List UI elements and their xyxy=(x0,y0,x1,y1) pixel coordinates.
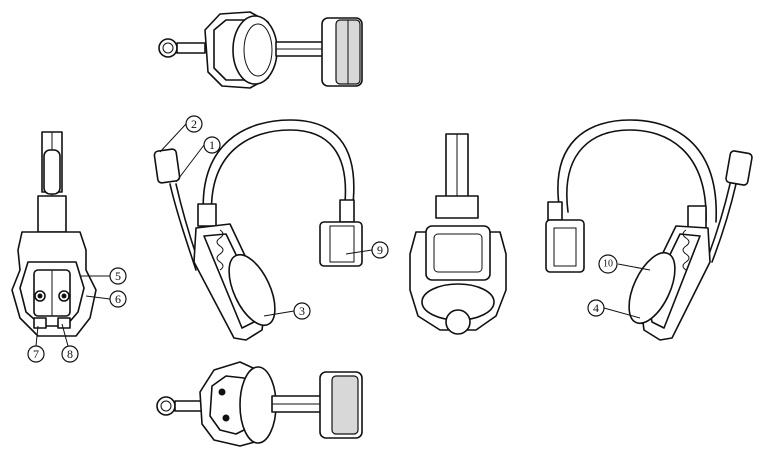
callout-8: 8 xyxy=(61,345,79,363)
front-view-right xyxy=(545,119,753,341)
callout-7: 7 xyxy=(27,345,45,363)
callout-7-label: 7 xyxy=(33,347,39,361)
callout-5-label: 5 xyxy=(115,269,121,283)
callout-9: 9 xyxy=(371,241,389,259)
callout-2-label: 2 xyxy=(191,117,197,131)
bottom-view xyxy=(156,361,363,447)
callout-10-label: 10 xyxy=(603,259,613,270)
callout-10: 10 xyxy=(598,254,618,274)
left-side-view xyxy=(11,131,97,337)
callout-3: 3 xyxy=(293,302,311,320)
callout-3-label: 3 xyxy=(299,304,305,318)
callout-8-label: 8 xyxy=(67,347,73,361)
callout-9-label: 9 xyxy=(377,243,383,257)
callout-5: 5 xyxy=(109,267,127,285)
callout-6-label: 6 xyxy=(115,292,121,306)
front-view-left xyxy=(153,119,363,341)
callout-6: 6 xyxy=(109,290,127,308)
back-view xyxy=(409,133,507,335)
leader-lines xyxy=(35,123,651,347)
callout-4: 4 xyxy=(587,299,605,317)
callout-4-label: 4 xyxy=(593,301,599,315)
top-view xyxy=(158,11,363,89)
callout-2: 2 xyxy=(185,115,203,133)
callout-1-label: 1 xyxy=(209,138,215,152)
callout-1: 1 xyxy=(203,136,221,154)
